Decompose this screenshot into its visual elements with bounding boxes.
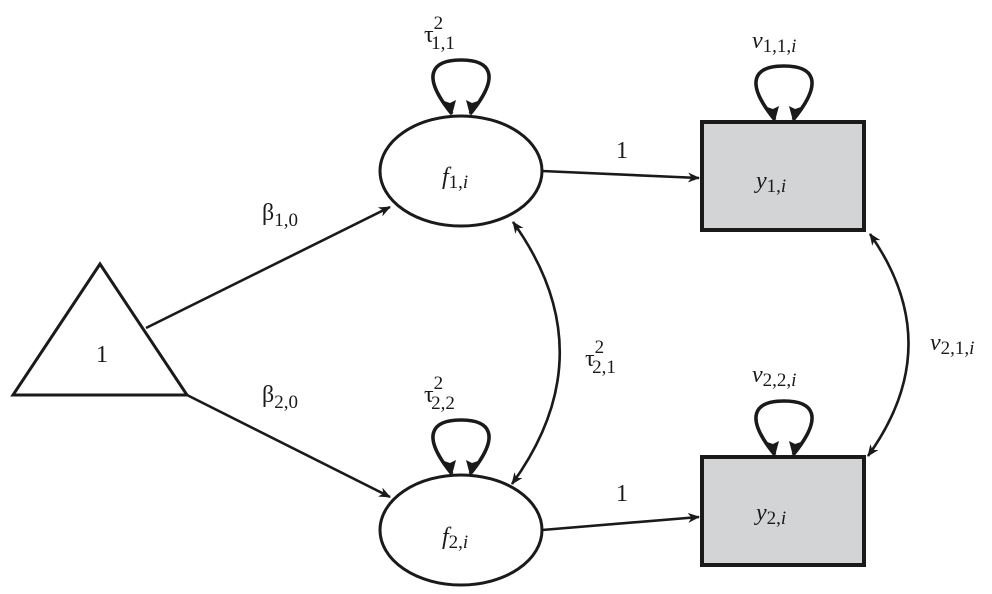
variance-loop-f1	[431, 58, 491, 116]
path-beta-1-0	[145, 205, 391, 330]
path-beta-2-0	[186, 393, 391, 499]
variance-loop-f2	[431, 418, 491, 476]
constant-label: 1	[96, 342, 108, 368]
v-2-2-label: v2,2,i	[752, 362, 796, 391]
y2-label: y2,i	[754, 500, 786, 529]
rect-shape	[700, 120, 866, 232]
arrowhead	[466, 460, 478, 475]
beta-1-0-label: β1,0	[262, 200, 298, 231]
arrowhead	[767, 441, 779, 456]
variance-loop-y1	[754, 64, 814, 122]
latent-node-f2: f2,i	[378, 473, 544, 587]
latent-node-f1: f1,i	[378, 114, 544, 228]
arrowhead	[789, 106, 801, 121]
rect-shape	[700, 455, 866, 567]
beta-2-0-label: β2,0	[262, 382, 298, 413]
v-1-1-label: v1,1,i	[752, 28, 796, 57]
v-2-1-label: v2,1,i	[930, 330, 974, 359]
observed-node-y1: y1,i	[700, 120, 866, 232]
covariance-y1-y2	[866, 233, 910, 457]
path-f2-y2	[541, 512, 700, 532]
loading-2-label: 1	[616, 481, 628, 507]
loading-1-label: 1	[616, 138, 628, 164]
y1-label: y1,i	[754, 168, 786, 197]
triangle-shape	[10, 261, 190, 397]
f2-label: f2,i	[442, 524, 468, 553]
f1-label: f1,i	[442, 164, 468, 193]
arrowhead	[444, 460, 456, 475]
arrowhead	[466, 100, 478, 115]
observed-node-y2: y2,i	[700, 455, 866, 567]
arrowhead	[789, 441, 801, 456]
path-f1-y1	[541, 169, 700, 183]
arrowhead	[444, 100, 456, 115]
ellipse-shape	[378, 473, 544, 587]
ellipse-shape	[378, 114, 544, 228]
constant-node: 1	[10, 261, 190, 397]
arrowhead	[767, 106, 779, 121]
variance-loop-y2	[754, 399, 814, 457]
covariance-f1-f2	[510, 221, 562, 485]
